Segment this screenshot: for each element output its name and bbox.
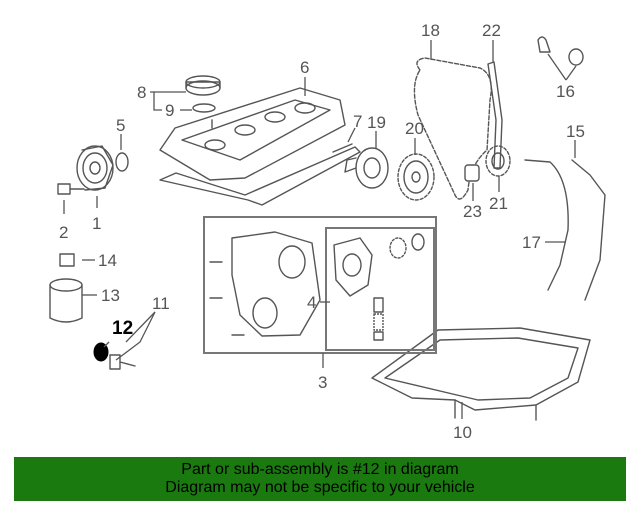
oil-pump-sub-box <box>325 227 435 351</box>
pulley-bolt <box>57 183 85 195</box>
callout-23: 23 <box>463 202 482 221</box>
oil-filler-cap <box>185 75 221 96</box>
drain-plug <box>109 354 136 370</box>
callout-14: 14 <box>98 251 117 270</box>
callout-13: 13 <box>101 286 120 305</box>
oil-filter-adapter <box>59 253 75 267</box>
callout-11: 11 <box>152 294 170 313</box>
callout-15: 15 <box>566 122 585 141</box>
valve-cover-gasket <box>159 146 361 206</box>
leader-lines <box>63 40 577 419</box>
crankshaft-pulley <box>76 145 114 191</box>
callout-4: 4 <box>307 293 316 312</box>
callout-3: 3 <box>318 373 327 392</box>
timing-chain <box>413 57 492 200</box>
front-cover-assembly-box <box>203 216 437 354</box>
dipstick-tube <box>571 159 606 301</box>
callout-12: 12 <box>112 318 133 339</box>
dipstick-seal <box>568 48 584 66</box>
dipstick <box>524 159 569 291</box>
callout-1: 1 <box>92 214 101 233</box>
callout-6: 6 <box>300 58 309 77</box>
oil-filter <box>49 278 83 323</box>
cover-bolts <box>209 261 245 336</box>
cam-sprocket <box>397 153 435 201</box>
crank-sprocket <box>485 145 511 177</box>
callout-9: 9 <box>165 101 174 120</box>
dipstick-o-ring <box>537 36 551 53</box>
banner-line-disclaimer: Diagram may not be specific to your vehi… <box>165 479 475 496</box>
callout-17: 17 <box>522 233 541 252</box>
part-info-banner: Part or sub-assembly is #12 in diagram D… <box>14 457 626 501</box>
chain-tensioner <box>464 164 480 182</box>
oil-pump <box>333 233 425 341</box>
camshaft-actuator <box>344 147 389 189</box>
oil-pan <box>371 327 591 421</box>
callout-5: 5 <box>116 116 125 135</box>
front-seal <box>115 152 129 172</box>
chain-guide <box>487 61 503 169</box>
drain-plug-seal <box>93 342 109 362</box>
banner-line-part: Part or sub-assembly is #12 in diagram <box>181 461 459 478</box>
callout-16: 16 <box>556 82 575 101</box>
front-cover <box>231 231 321 337</box>
callout-21: 21 <box>489 194 508 213</box>
callout-10: 10 <box>453 423 472 442</box>
callout-7: 7 <box>353 112 362 131</box>
callout-2: 2 <box>59 223 68 242</box>
callout-22: 22 <box>482 21 501 40</box>
callout-18: 18 <box>421 21 440 40</box>
callout-20: 20 <box>405 119 424 138</box>
callout-8: 8 <box>137 83 146 102</box>
cover-bolt <box>332 143 353 153</box>
callout-19: 19 <box>367 113 386 132</box>
filler-cap-seal <box>192 103 216 113</box>
valve-cover <box>159 87 346 181</box>
engine-parts-diagram: 1 2 3 4 5 6 7 8 9 10 11 12 13 14 15 16 1… <box>49 21 606 442</box>
